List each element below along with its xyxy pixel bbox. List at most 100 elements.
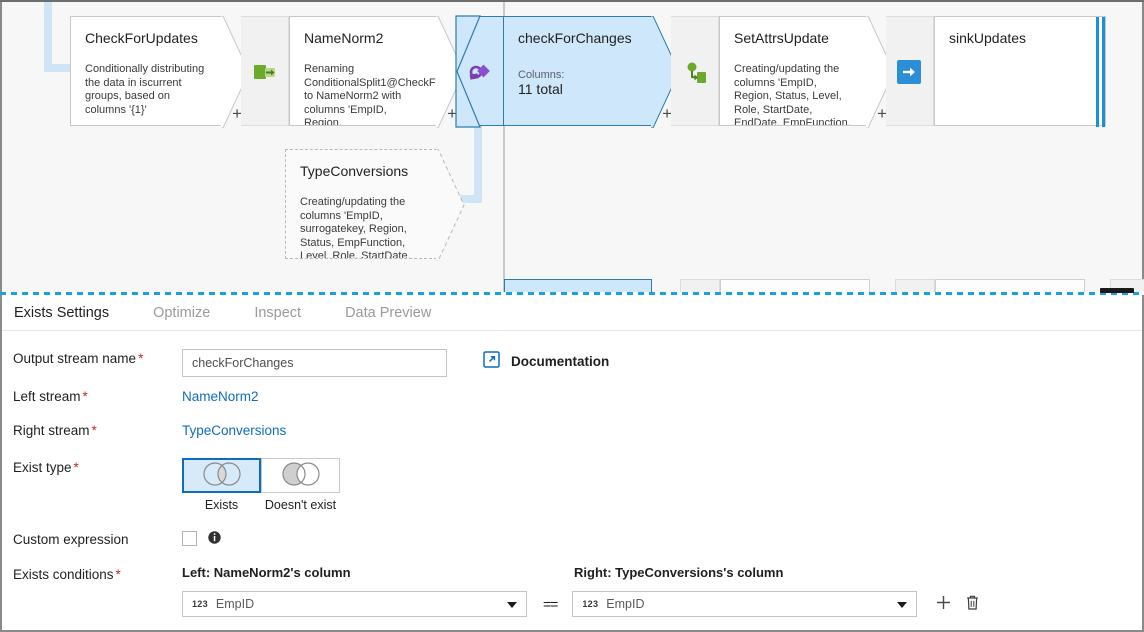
- right-column-header: Right: TypeConversions's column: [574, 565, 784, 580]
- exist-type-label-exists: Exists: [204, 498, 239, 512]
- exists-condition-row: 123 EmpID == 123 EmpID: [182, 591, 1142, 617]
- flow-node-description: Creating/updating the columns 'EmpID, su…: [300, 196, 411, 258]
- connector-block-1[interactable]: [241, 16, 289, 126]
- panel-tabs: Exists Settings Optimize Inspect Data Pr…: [2, 295, 1142, 331]
- flow-node-description: Conditionally distributing the data in i…: [85, 63, 205, 116]
- exist-type-option-labels: Exists Doesn't exist: [182, 498, 1142, 512]
- output-stream-name-input[interactable]: [182, 349, 447, 377]
- info-icon[interactable]: [207, 530, 221, 547]
- exist-type-label: Exist type*: [2, 458, 182, 478]
- exists-conditions-headers: Left: NameNorm2's column Right: TypeConv…: [182, 565, 1142, 585]
- left-stream-link[interactable]: NameNorm2: [182, 389, 259, 404]
- canvas-left-border: [0, 2, 2, 292]
- label-text: Right stream: [13, 423, 90, 438]
- flow-node-row2-clipped-a[interactable]: [680, 279, 720, 292]
- tab-inspect[interactable]: Inspect: [254, 305, 302, 321]
- flow-node-add-button[interactable]: +: [232, 104, 242, 123]
- flow-node-row2-clipped-b[interactable]: [720, 279, 870, 292]
- flow-node-add-button[interactable]: +: [877, 104, 887, 123]
- flow-node-left-notch: [455, 15, 481, 128]
- label-text: Exists conditions: [13, 567, 114, 582]
- flow-node-typeconversions[interactable]: TypeConversions Creating/updating the co…: [285, 149, 465, 261]
- canvas-guide-line: [503, 2, 505, 292]
- row-exists-conditions: Exists conditions* Left: NameNorm2's col…: [2, 565, 1142, 625]
- flow-node-title: checkForChanges: [518, 30, 632, 46]
- connector-incoming-vertical: [44, 2, 52, 72]
- required-marker: *: [73, 460, 79, 475]
- exist-type-option-exists[interactable]: [182, 458, 261, 493]
- condition-operator: ==: [543, 596, 558, 612]
- delete-condition-button[interactable]: [965, 594, 980, 614]
- chevron-down-icon[interactable]: [897, 602, 908, 608]
- output-stream-name-label: Output stream name*: [2, 349, 182, 369]
- flow-node-title: CheckForUpdates: [85, 30, 198, 46]
- connector-block-4[interactable]: [886, 16, 934, 126]
- label-text: Left stream: [13, 389, 81, 404]
- left-stream-field: NameNorm2: [182, 387, 1142, 407]
- right-stream-link[interactable]: TypeConversions: [182, 423, 287, 438]
- custom-expression-field: [182, 530, 1142, 547]
- right-stream-field: TypeConversions: [182, 421, 1142, 441]
- data-flow-canvas[interactable]: CheckForUpdates Conditionally distributi…: [0, 0, 1144, 292]
- exists-conditions-field: Left: NameNorm2's column Right: TypeConv…: [182, 565, 1142, 617]
- exists-settings-form: Output stream name* Documentation Left: [2, 331, 1142, 625]
- row-exist-type: Exist type*: [2, 458, 1142, 530]
- flow-node-content: checkForChanges Columns: 11 total: [504, 17, 652, 125]
- flow-node-namenorm2[interactable]: NameNorm2 Renaming ConditionalSplit1@Che…: [289, 16, 465, 128]
- exist-type-label-doesnt-exist: Doesn't exist: [264, 498, 337, 512]
- tab-exists-settings[interactable]: Exists Settings: [14, 305, 110, 321]
- label-text: Output stream name: [13, 351, 137, 366]
- flow-node-row2-clipped-d[interactable]: [935, 279, 1085, 292]
- exists-icon: [468, 61, 492, 83]
- flow-node-title: TypeConversions: [300, 163, 409, 179]
- left-column-select[interactable]: 123 EmpID: [182, 591, 527, 617]
- select-icon: [253, 61, 277, 83]
- panel-resize-handle[interactable]: [1100, 288, 1134, 293]
- exists-conditions-label: Exists conditions*: [2, 565, 182, 585]
- add-condition-button[interactable]: [935, 594, 952, 614]
- flow-node-description: Renaming ConditionalSplit1@CheckForUpdat…: [304, 63, 437, 125]
- custom-expression-checkbox[interactable]: [182, 531, 197, 547]
- connector-exists-horizontal: [440, 195, 482, 203]
- flow-node-content: SetAttrsUpdate Creating/updating the col…: [720, 17, 867, 125]
- flow-node-title: sinkUpdates: [949, 30, 1027, 46]
- flow-node-row2-clipped-selected[interactable]: [504, 279, 652, 292]
- panel-resize-divider[interactable]: [0, 292, 1144, 295]
- flow-node-sinkupdates[interactable]: sinkUpdates: [934, 16, 1106, 127]
- flow-node-content: CheckForUpdates Conditionally distributi…: [71, 17, 222, 125]
- connector-exists-vertical: [474, 126, 482, 203]
- row-left-stream: Left stream* NameNorm2: [2, 387, 1142, 421]
- venn-left-only-icon: [275, 461, 327, 490]
- documentation-link[interactable]: Documentation: [483, 351, 609, 371]
- exist-type-option-doesnt-exist[interactable]: [261, 458, 340, 493]
- left-column-type-badge: 123: [192, 599, 208, 609]
- flow-node-arrow-edge: [436, 149, 465, 261]
- flow-node-title: SetAttrsUpdate: [734, 30, 829, 46]
- sink-accent-bars: [1093, 17, 1105, 127]
- flow-node-row2-clipped-c[interactable]: [895, 279, 935, 292]
- flow-node-content: sinkUpdates: [935, 17, 1105, 125]
- sink-icon: [896, 59, 921, 84]
- flow-node-title: NameNorm2: [304, 30, 384, 46]
- tab-optimize[interactable]: Optimize: [153, 305, 211, 321]
- tab-data-preview[interactable]: Data Preview: [345, 305, 432, 321]
- flow-node-add-button[interactable]: +: [662, 104, 672, 123]
- flow-node-add-button[interactable]: +: [447, 104, 457, 123]
- row-output-stream-name: Output stream name* Documentation: [2, 349, 1142, 387]
- settings-panel: Exists Settings Optimize Inspect Data Pr…: [0, 295, 1144, 632]
- left-stream-label: Left stream*: [2, 387, 182, 407]
- flow-node-checkforchanges[interactable]: checkForChanges Columns: 11 total +: [504, 16, 680, 128]
- flow-node-checkforupdates[interactable]: CheckForUpdates Conditionally distributi…: [70, 16, 250, 128]
- label-text: Custom expression: [13, 532, 129, 547]
- canvas-right-border: [1142, 2, 1144, 292]
- right-column-value: EmpID: [606, 597, 645, 611]
- connector-block-3[interactable]: [671, 16, 719, 126]
- left-column-header: Left: NameNorm2's column: [182, 565, 351, 580]
- label-text: Exist type: [13, 460, 72, 475]
- right-column-select[interactable]: 123 EmpID: [572, 591, 918, 617]
- flow-node-setattrsupdate[interactable]: SetAttrsUpdate Creating/updating the col…: [719, 16, 895, 128]
- flow-node-columns-label: Columns:: [518, 69, 565, 81]
- chevron-down-icon[interactable]: [507, 602, 517, 608]
- flow-node-columns-value: 11 total: [518, 81, 563, 97]
- row-custom-expression: Custom expression: [2, 530, 1142, 565]
